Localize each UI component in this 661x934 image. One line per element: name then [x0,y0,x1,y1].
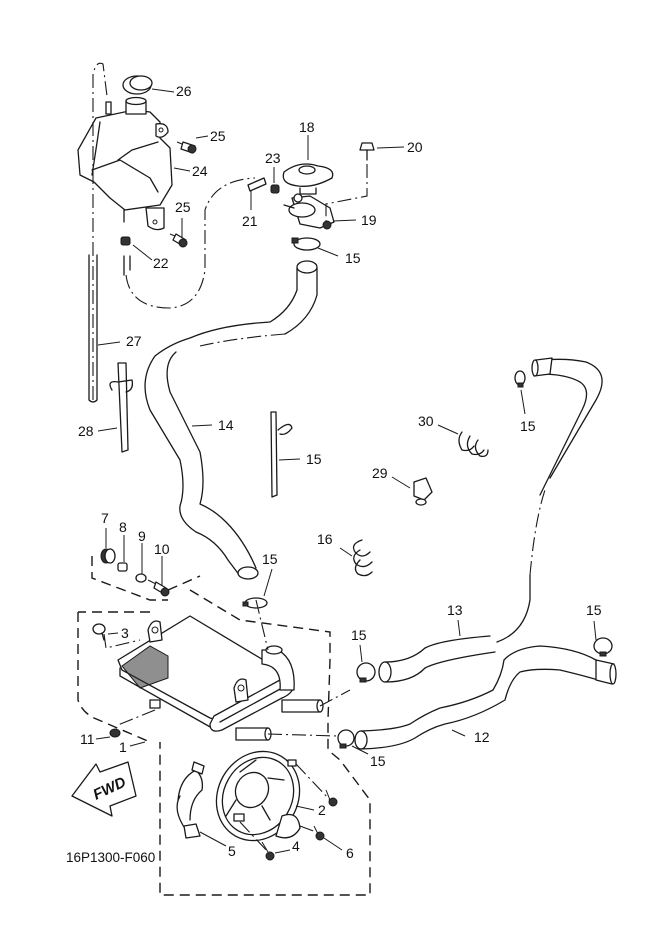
breather-hose-21[interactable] [123,177,267,309]
callout-16[interactable]: 15 [306,451,322,467]
cable-tie-16[interactable] [270,411,293,498]
callout-25a[interactable]: 25 [210,128,226,144]
hose-clamp-15-top-right[interactable] [514,370,526,388]
callout-17[interactable]: 16 [317,531,333,547]
callout-18[interactable]: 18 [299,119,315,135]
callout-15-right[interactable]: 15 [586,602,602,618]
callout-21[interactable]: 21 [242,213,258,229]
fan-bracket[interactable] [176,761,205,839]
callout-15-top-right[interactable]: 15 [520,418,536,434]
cap-22[interactable] [120,236,131,246]
callout-3[interactable]: 3 [121,625,129,641]
callout-1[interactable]: 1 [119,739,127,755]
washer-9[interactable] [135,573,147,583]
reservoir-cap[interactable] [122,75,153,95]
radiator-hose-13[interactable] [378,357,603,683]
callout-20[interactable]: 20 [407,139,423,155]
clamp-23[interactable] [270,184,280,194]
callout-30[interactable]: 30 [418,413,434,429]
callout-23[interactable]: 23 [265,150,281,166]
hose-clip-17[interactable] [352,539,373,577]
screw-6[interactable] [313,825,325,841]
callout-13[interactable]: 13 [447,602,463,618]
callout-6[interactable]: 6 [346,845,354,861]
callout-4[interactable]: 4 [292,838,300,854]
screw-4[interactable] [261,841,275,861]
screw-right[interactable] [325,789,338,807]
figure-code: 16P1300-F060 [66,850,155,865]
radiator[interactable] [117,615,324,741]
callout-9[interactable]: 9 [138,528,146,544]
fwd-arrow: FWD [71,761,137,817]
callout-12[interactable]: 12 [474,729,490,745]
grommet-7[interactable] [100,548,116,564]
callout-5[interactable]: 5 [228,843,236,859]
callout-25b[interactable]: 25 [175,199,191,215]
radiator-cap[interactable] [282,163,334,195]
callout-22[interactable]: 22 [153,255,169,271]
bolt-10[interactable] [147,579,170,597]
mount-group-outline [91,556,201,601]
callout-labels: 26 25 24 25 22 27 28 21 23 18 20 19 15 1… [66,83,602,865]
cable-tie-28[interactable] [109,362,134,453]
hose-clamp-15-right[interactable] [593,637,613,657]
bolt-25a[interactable] [176,141,197,154]
callout-19[interactable]: 19 [361,212,377,228]
radiator-hose-12[interactable] [354,645,617,750]
radiator-hose-14[interactable] [144,260,318,580]
fan-motor[interactable] [200,736,315,856]
hose-clamp-15-mid-right[interactable] [356,662,376,683]
callout-15-mid-right[interactable]: 15 [351,627,367,643]
callout-28[interactable]: 28 [78,423,94,439]
callout-27[interactable]: 27 [126,333,142,349]
leader-lines [95,88,597,854]
reservoir-tank[interactable] [77,109,173,231]
callout-10[interactable]: 10 [154,541,170,557]
callout-7[interactable]: 7 [101,510,109,526]
radiator-group-outline [77,589,371,896]
bolt-20[interactable] [325,142,375,222]
cap-11[interactable] [109,728,121,738]
callout-14[interactable]: 14 [218,417,234,433]
callout-2[interactable]: 2 [318,802,326,818]
collar-8[interactable] [117,562,128,572]
callout-15-lower[interactable]: 15 [370,753,386,769]
callout-29[interactable]: 29 [372,465,388,481]
callout-24[interactable]: 24 [192,163,208,179]
breather-hose-27[interactable] [88,62,108,403]
callout-15-top[interactable]: 15 [345,250,361,266]
callout-26[interactable]: 26 [176,83,192,99]
callout-15-mid[interactable]: 15 [262,551,278,567]
hose-clamp-15-top[interactable] [291,237,321,251]
callout-11[interactable]: 11 [80,731,95,747]
bolt-3[interactable] [92,623,106,641]
reservoir-nipple [105,101,112,115]
hose-clamp-15-mid[interactable] [242,597,268,609]
hose-clamp-15-lower[interactable] [337,729,355,749]
hose-clip-30[interactable] [458,431,489,458]
bolt-25b[interactable] [169,233,188,248]
hose-clip-29[interactable] [413,477,433,506]
filler-neck[interactable] [283,193,335,230]
reservoir-neck [125,96,147,115]
callout-8[interactable]: 8 [119,519,127,535]
